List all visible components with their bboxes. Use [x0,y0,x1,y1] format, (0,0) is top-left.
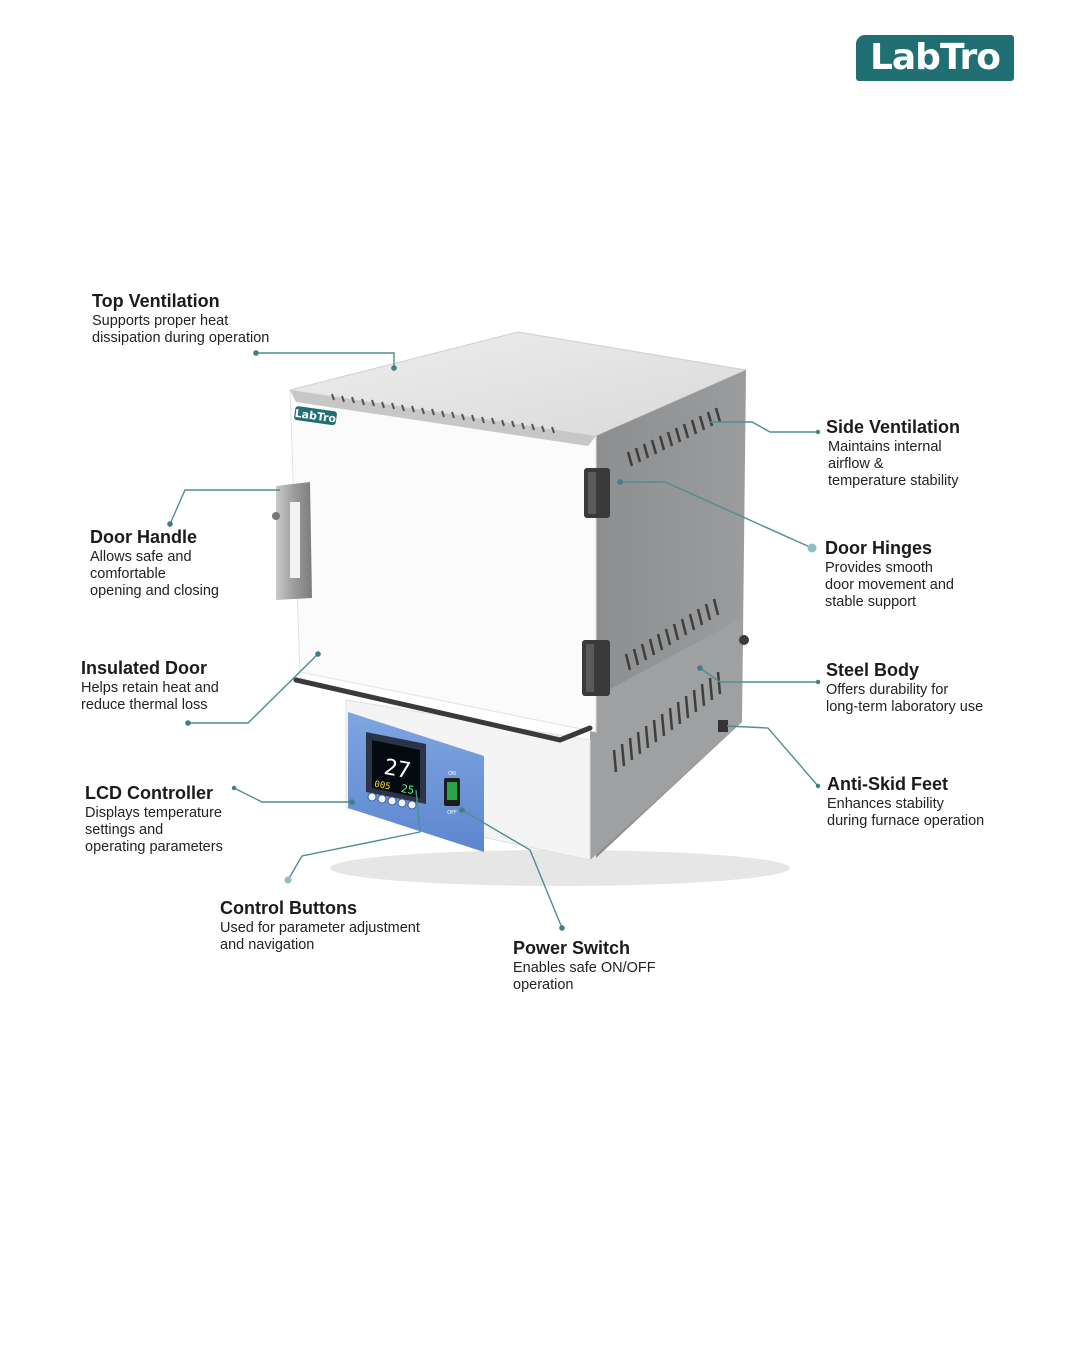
top-vents [331,393,555,434]
callout-side-ventilation: Side Ventilation Maintains internal airf… [826,416,960,490]
lcd-sub-right: 25 [400,782,415,797]
callout-control-buttons: Control Buttons Used for parameter adjus… [220,897,420,954]
door-logo: LabTro [294,407,337,426]
switch-off-label: OFF [447,810,457,816]
callout-door-hinges: Door Hinges Provides smooth door movemen… [825,537,954,611]
callout-title: Power Switch [513,938,631,958]
callout-description: Supports proper heat dissipation during … [92,313,270,346]
power-switch-graphic [444,778,460,806]
side-vents-upper [626,407,722,467]
side-vents-middle [624,598,720,671]
callout-lcd-controller: LCD Controller Displays temperature sett… [85,782,223,856]
callout-door-handle: Door Handle Allows safe and comfortable … [90,526,219,600]
callout-steel-body: Steel Body Offers durability for long-te… [826,659,983,716]
side-knob [739,635,749,645]
lcd-main-value: 27 [382,755,412,784]
callout-description: Maintains internal airflow & temperature… [828,439,959,489]
connector-lines [169,352,819,929]
callout-title: Steel Body [826,660,920,680]
callout-top-ventilation: Top Ventilation Supports proper heat dis… [92,290,269,347]
connector-dots [167,350,821,931]
callout-title: Side Ventilation [826,417,961,437]
callout-description: Used for parameter adjustment and naviga… [220,920,420,953]
callout-title: Insulated Door [81,658,208,678]
door-seal [293,677,593,743]
callout-description: Allows safe and comfortable opening and … [90,549,219,599]
callout-description: Enables safe ON/OFF operation [513,960,656,993]
callout-description: Provides smooth door movement and stable… [825,560,954,610]
door-hinge-upper [584,468,610,518]
door-top-band [290,390,596,446]
callout-title: Door Hinges [825,538,933,558]
door-hinge-lower [582,640,610,696]
callout-title: LCD Controller [85,783,213,803]
callout-power-switch: Power Switch Enables safe ON/OFF operati… [513,937,656,994]
callout-description: Displays temperature settings and operat… [85,805,223,855]
callout-title: Door Handle [90,527,198,547]
callout-description: Helps retain heat and reduce thermal los… [81,680,219,713]
door-front [289,389,597,733]
brand-logo: LabTro [856,35,1014,81]
callout-description: Offers durability for long-term laborato… [826,682,984,715]
control-buttons-row [367,792,417,810]
switch-on-label: ON [448,771,456,777]
callout-description: Enhances stability during furnace operat… [827,796,985,829]
callout-anti-skid-feet: Anti-Skid Feet Enhances stability during… [827,773,984,830]
foot-right [718,720,728,732]
door-handle-graphic [272,482,312,600]
callout-title: Anti-Skid Feet [827,774,949,794]
callout-title: Top Ventilation [92,291,220,311]
callout-insulated-door: Insulated Door Helps retain heat and red… [81,657,219,714]
floor-shadow [330,850,790,886]
lcd-sub-left: 005 [373,780,391,793]
callout-title: Control Buttons [220,898,357,918]
lcd-screen [372,740,420,798]
side-lower-step [590,618,742,860]
side-vents-lower [612,671,722,773]
